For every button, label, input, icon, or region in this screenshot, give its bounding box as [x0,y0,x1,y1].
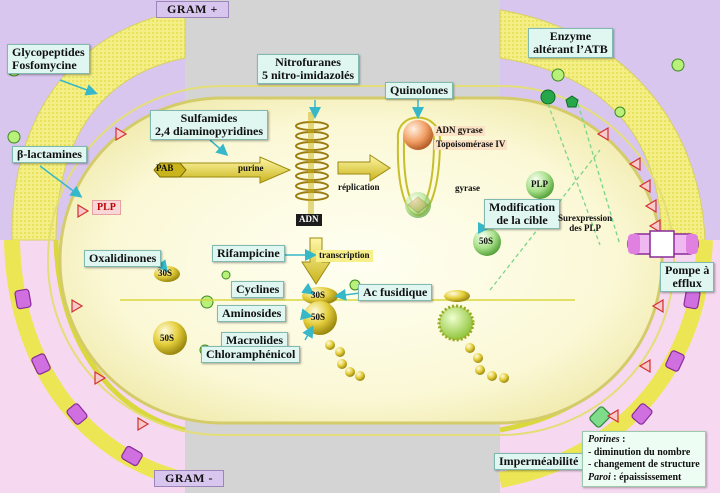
porines-title: Porines [588,434,620,445]
paroi-line: Paroi : épaississement [588,472,700,485]
nitrofuranes-text: Nitrofuranes [275,55,341,69]
gyrase-label: gyrase [455,183,480,193]
plp-markers [71,126,664,432]
cyclines-label: Cyclines [231,281,285,299]
peptide-chain-right [465,343,509,383]
porines-item2: - changement de structure [588,459,700,470]
modification-line2: de la cible [496,213,548,228]
gram-negative-header: GRAM - [154,470,224,488]
porines-colon: : [619,434,626,445]
porines-paroi-note: Porines : - diminution du nombre - chang… [582,431,706,487]
beta-lactamines-label: β-lactamines [12,146,87,164]
enzyme-ball [540,89,556,105]
modification-cible-label: Modification de la cible [484,199,560,230]
macrolides-label: Macrolides [221,332,289,350]
plp-left-label: PLP [92,200,121,215]
porines-line: Porines : [588,434,700,447]
impermeabilite-label: Imperméabilité [494,453,584,471]
pab-label: PAB [156,163,174,173]
paroi-title: Paroi [588,471,611,483]
ribosome-right-small [444,290,470,302]
transcription-label: transcription [316,250,373,262]
glycopeptides-text: Glycopeptides [12,45,85,59]
surexpression-label: Surexpression des PLP [558,213,613,234]
ribo-50s-right-label: 50S [479,236,494,246]
porines-item1: - diminution du nombre [588,446,691,458]
peptide-chain-center [325,340,365,381]
replication-arrow [337,154,391,182]
ribo-50s-right-ball [473,228,501,256]
fosfomycine-text: Fosfomycine [12,58,77,73]
gram-pos-wall-left [11,9,186,241]
enzyme-line1: Enzyme [549,29,592,43]
aminosides-label: Aminosides [217,305,287,323]
replication-label: réplication [338,182,380,192]
diaminopyridines-text: 2,4 diaminopyridines [155,124,264,139]
sulfamides-text: Sulfamides [180,111,238,125]
pompe-line2: efflux [672,276,702,291]
ribosome-50s-left [153,321,187,355]
nitroimidazoles-text: 5 nitro-imidazolés [262,68,355,83]
enzyme-pentagon [565,95,579,108]
oxalidinones-label: Oxalidinones [84,250,162,268]
glycopeptides-label: Glycopeptides Fosfomycine [7,44,90,75]
porins [14,288,701,467]
enzyme-line2: altérant l’ATB [533,42,608,57]
modification-line1: Modification [489,200,555,214]
adn-gyrase-label: ADN gyrase [434,125,485,136]
nitrofuranes-label: Nitrofuranes 5 nitro-imidazolés [257,54,360,85]
plp-right-ball [526,171,554,199]
rifampicine-label: Rifampicine [212,245,285,263]
pompe-efflux-label: Pompe à efflux [660,262,715,293]
quinolones-label: Quinolones [385,82,454,100]
cytoplasmic-membrane [47,85,675,436]
ribosome-right-modified [437,304,475,342]
ribo-30s-left-label: 30S [158,268,173,278]
adn-label: ADN [296,214,322,226]
pompe-line1: Pompe à [665,263,710,277]
ribo-50s-center-label: 50S [311,312,326,322]
sulfamides-label: Sulfamides 2,4 diaminopyridines [150,110,269,141]
gram-neg-peptidoglycan-left [53,239,186,433]
plp-right-label: PLP [531,179,548,189]
purine-label: purine [238,163,264,173]
ac-fusidique-label: Ac fusidique [358,284,433,302]
chloramphenicol-label: Chloramphénicol [201,346,301,364]
pab-hex [153,162,187,178]
surexpression-line1: Surexpression [558,213,613,223]
dashed-links [489,103,621,291]
topoisomerase-label: Topoisomérase IV [434,139,508,150]
gram-neg-outer-left [4,239,187,488]
gram-positive-header: GRAM + [156,1,229,19]
ribo-50s-left-label: 50S [160,333,175,343]
enzyme-label: Enzyme altérant l’ATB [528,28,613,59]
surexpression-line2: des PLP [569,222,601,233]
paroi-text: : épaississement [610,471,682,483]
efflux-pump-shape [627,230,699,258]
ribo-30s-center-label: 30S [311,290,326,300]
adn-gyrase-ball [403,120,433,150]
